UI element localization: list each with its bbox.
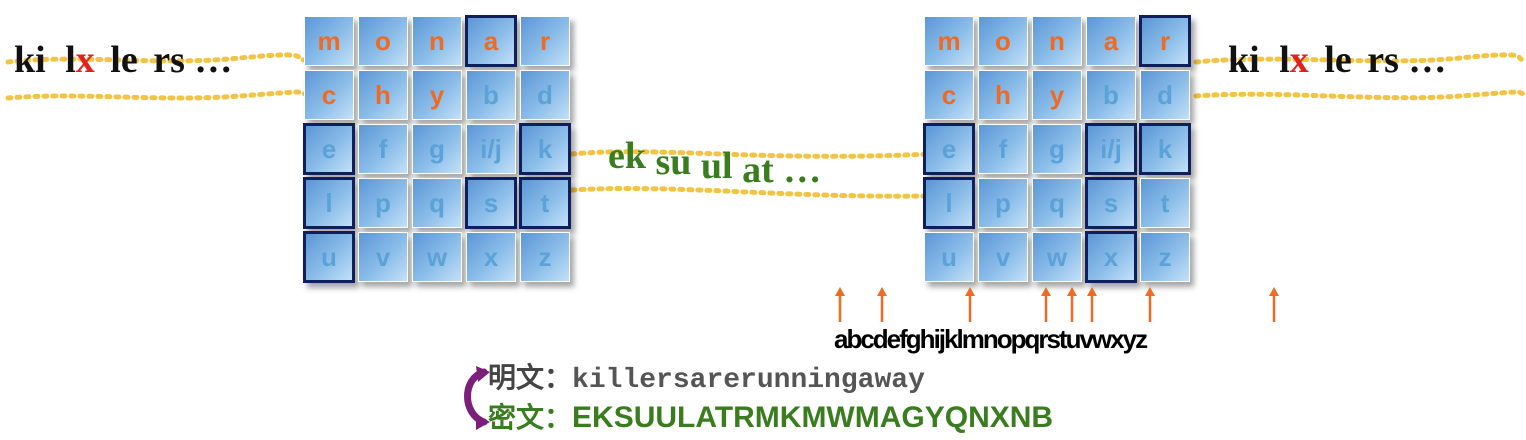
right-cell: h (978, 70, 1028, 120)
ciphertext-value: EKSUULATRMKMWMAGYQNXNB (572, 401, 1054, 434)
left-cell: d (520, 70, 570, 120)
wire-right-top (1193, 52, 1526, 65)
left-cell: k (519, 123, 571, 175)
plaintext-label: 明文： (488, 361, 573, 394)
right-cell: t (1140, 178, 1190, 228)
left-cell: i/j (466, 124, 516, 174)
ciphertext-line: 密文：EKSUULATRMKMWMAGYQNXNB (488, 396, 1053, 436)
wire-left-top (5, 52, 309, 65)
cipher-digraph: ul (700, 145, 733, 187)
right-cell: i/j (1085, 123, 1137, 175)
right-cell: x (1085, 231, 1137, 283)
left-cell: v (358, 232, 408, 282)
cipher-digraph: ek (608, 135, 646, 177)
left-cell: h (358, 70, 408, 120)
digraph: le (1324, 39, 1352, 81)
plaintext-line: 明文：killersarerunningaway (488, 356, 925, 396)
digraph: le (110, 39, 138, 81)
letter-arrow-head (1067, 287, 1077, 296)
left-cell: g (412, 124, 462, 174)
right-cell: k (1139, 123, 1191, 175)
right-cell: r (1139, 15, 1191, 67)
digraph: ki (14, 39, 46, 81)
left-cell: l (303, 177, 355, 229)
left-cell: e (303, 123, 355, 175)
right-cell: y (1032, 70, 1082, 120)
ciphertext-label: 密文： (488, 401, 573, 434)
left-cell: z (520, 232, 570, 282)
right-cell: u (924, 232, 974, 282)
alphabet-line: abcdefghijklmnopqrstuvwxyz (834, 324, 1148, 354)
right-cell: o (978, 16, 1028, 66)
right-cell: d (1140, 70, 1190, 120)
wire-mid-bottom (569, 186, 933, 199)
ellipsis: … (1408, 39, 1447, 81)
left-cell: y (412, 70, 462, 120)
plaintext-value: killersarerunningaway (572, 365, 925, 396)
letter-arrow-head (877, 287, 887, 296)
ellipsis: … (783, 149, 822, 191)
right-cell: n (1032, 16, 1082, 66)
digraph: rs (1367, 39, 1399, 81)
left-cell: x (466, 232, 516, 282)
right-cell: l (923, 177, 975, 229)
left-cell: f (358, 124, 408, 174)
left-cell: t (519, 177, 571, 229)
letter-arrow-head (1041, 287, 1051, 296)
left-cell: p (358, 178, 408, 228)
cipher-digraph: su (655, 141, 692, 183)
filler-x: x (75, 39, 95, 81)
letter-arrow-head (1269, 287, 1279, 296)
left-cell: m (304, 16, 354, 66)
filler-x: x (1289, 39, 1309, 81)
right-cell: z (1140, 232, 1190, 282)
wire-mid-top (569, 149, 933, 159)
left-plaintext-digraphs: ki lx le rs … (14, 38, 232, 82)
right-cell: p (978, 178, 1028, 228)
swap-arrow-icon (464, 366, 490, 430)
left-cell: u (303, 231, 355, 283)
digraph: rs (153, 39, 185, 81)
right-cell: e (923, 123, 975, 175)
left-cell: a (465, 15, 517, 67)
digraph-letter: l (1279, 39, 1290, 81)
right-cell: q (1032, 178, 1082, 228)
right-cell: w (1032, 232, 1082, 282)
right-plaintext-digraphs: ki lx le rs … (1228, 38, 1446, 82)
left-cell: b (466, 70, 516, 120)
right-cell: c (924, 70, 974, 120)
letter-arrow-head (835, 287, 845, 296)
digraph: ki (1228, 39, 1260, 81)
left-cell: r (520, 16, 570, 66)
letter-arrow-head (1087, 287, 1097, 296)
left-cell: o (358, 16, 408, 66)
right-cell: v (978, 232, 1028, 282)
cipher-digraphs: ek su ul at … (608, 135, 821, 191)
right-cell: b (1086, 70, 1136, 120)
left-cell: q (412, 178, 462, 228)
right-cell: a (1086, 16, 1136, 66)
letter-arrow-head (965, 287, 975, 296)
left-cell: w (412, 232, 462, 282)
wire-right-bottom (1193, 89, 1526, 101)
left-cell: n (412, 16, 462, 66)
wire-left-bottom (5, 89, 309, 101)
digraph-letter: l (65, 39, 76, 81)
letter-arrow-head (1145, 287, 1155, 296)
right-cell: m (924, 16, 974, 66)
cipher-digraph: at (742, 149, 774, 191)
ellipsis: … (194, 39, 233, 81)
right-cell: f (978, 124, 1028, 174)
right-cell: g (1032, 124, 1082, 174)
right-cell: s (1085, 177, 1137, 229)
left-cell: s (465, 177, 517, 229)
left-cell: c (304, 70, 354, 120)
